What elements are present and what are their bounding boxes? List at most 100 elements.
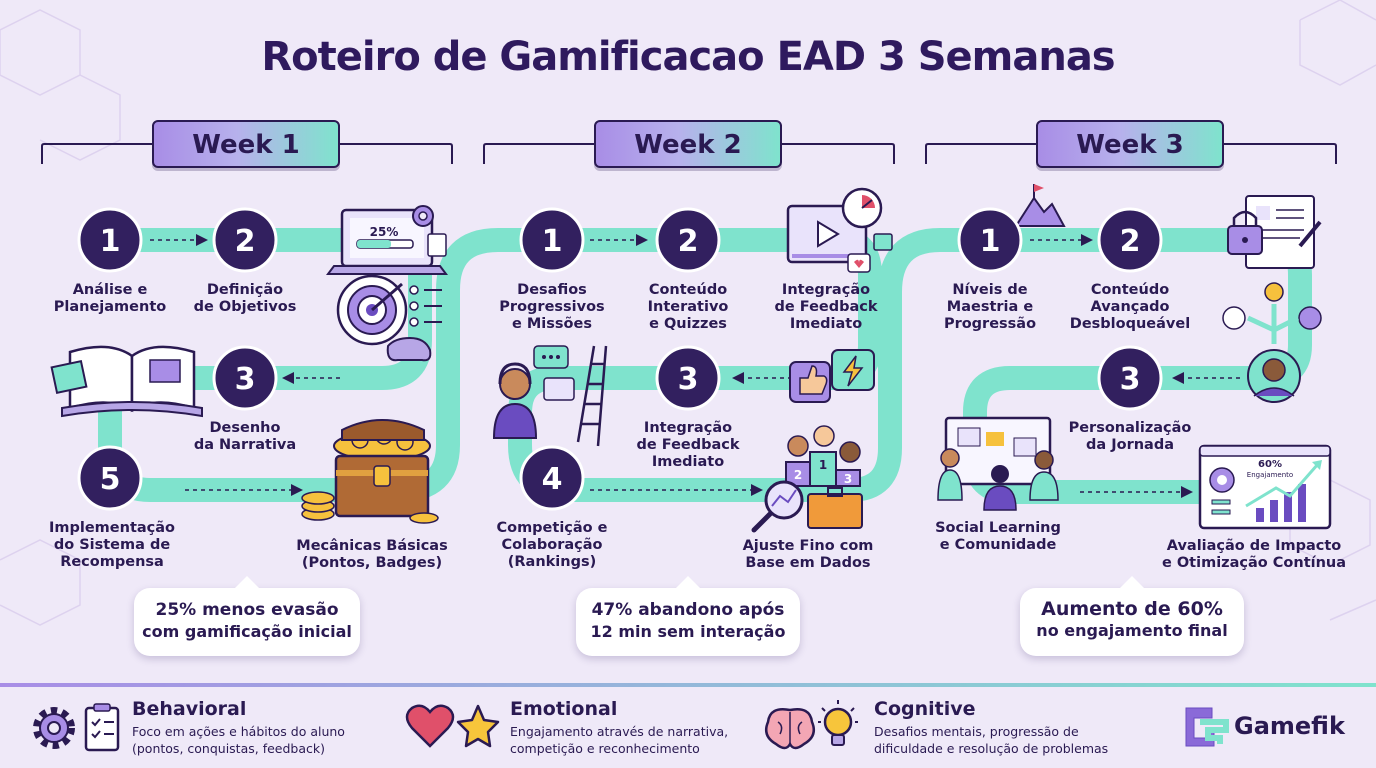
w2-step5-label: Ajuste Fino com Base em Dados bbox=[718, 538, 898, 572]
book-icon bbox=[50, 345, 203, 418]
legend-cognitive-desc: Desafios mentais, progressão de dificuld… bbox=[874, 723, 1108, 757]
w3-step5-label: Avaliação de Impacto e Otimização Contín… bbox=[1154, 538, 1354, 572]
week-2-label: Week 2 bbox=[594, 120, 782, 168]
lock-document-icon bbox=[1227, 195, 1322, 269]
w3-step1-line3: Progressão bbox=[943, 316, 1037, 332]
w3-step4-line1: Social Learning bbox=[935, 520, 1061, 536]
w3-step5-line1: Avaliação de Impacto bbox=[1166, 538, 1342, 554]
w1-step5-number: 5 bbox=[100, 462, 121, 497]
mountain-flag-icon bbox=[1014, 184, 1066, 227]
w2-step1-line3: e Missões bbox=[512, 316, 592, 332]
w3-step1-line1: Níveis de bbox=[952, 282, 1028, 298]
dashboard-percent: 60% bbox=[1258, 459, 1282, 470]
podium-icon: 2 1 3 bbox=[751, 425, 863, 533]
w1-step5-label: Implementação do Sistema de Recompensa bbox=[22, 520, 202, 571]
legend-cognitive-title: Cognitive bbox=[874, 698, 976, 720]
w1-step3-label: Desenho da Narrativa bbox=[155, 420, 335, 454]
w3-step4-label: Social Learning e Comunidade bbox=[908, 520, 1088, 554]
w2-step2-number: 2 bbox=[678, 224, 699, 259]
week-brackets bbox=[41, 143, 1337, 164]
w1-step2-line2: de Objetivos bbox=[193, 299, 297, 315]
w2-step1-number: 1 bbox=[542, 224, 563, 259]
week-3-callout-line1: Aumento de 60% bbox=[1041, 598, 1223, 620]
w2-step2-line1: Conteúdo bbox=[648, 282, 728, 298]
w2-step3-line1: Integração bbox=[643, 420, 733, 436]
week-2-callout-line1: 47% abandono após bbox=[591, 600, 785, 620]
w3-step3-line2: da Jornada bbox=[1086, 437, 1174, 453]
w1-step3-number: 3 bbox=[235, 362, 256, 397]
brain-icon bbox=[765, 708, 815, 750]
legend-behavioral-line2: (pontos, conquistas, feedback) bbox=[132, 741, 325, 756]
w3-step5-line2: e Otimização Contínua bbox=[1161, 555, 1347, 571]
w3-step3-number: 3 bbox=[1120, 362, 1141, 397]
w2-step4-number: 4 bbox=[542, 462, 563, 497]
target-icon bbox=[336, 274, 442, 362]
w1-step5-line2: do Sistema de bbox=[53, 537, 171, 553]
week-2-callout: 47% abandono após 12 min sem interação bbox=[576, 576, 800, 656]
w2-step3-line3: Imediato bbox=[651, 454, 725, 470]
w1-step4-line2: (Pontos, Badges) bbox=[301, 555, 443, 571]
legend-emotional-line1: Engajamento através de narrativa, bbox=[510, 724, 729, 739]
dashboard-label: Engajamento bbox=[1247, 471, 1293, 479]
w1-step2-line1: Definição bbox=[206, 282, 284, 298]
week-2-callout-line2: 12 min sem interação bbox=[590, 622, 786, 641]
w3-step2-line2: Avançado bbox=[1090, 299, 1170, 315]
legend-behavioral-desc: Foco em ações e hábitos do aluno (pontos… bbox=[132, 723, 345, 757]
w3-step3-line1: Personalização bbox=[1068, 420, 1192, 436]
w2-step2-line2: Interativo bbox=[647, 299, 729, 315]
w2-step2-line3: e Quizzes bbox=[649, 316, 727, 332]
w3-step1-label: Níveis de Maestria e Progressão bbox=[900, 282, 1080, 333]
star-icon bbox=[456, 704, 500, 748]
w2-step2-label: Conteúdo Interativo e Quizzes bbox=[598, 282, 778, 333]
student-headset-icon bbox=[492, 345, 608, 447]
legend-behavioral-title: Behavioral bbox=[132, 698, 247, 720]
checklist-icon bbox=[84, 703, 120, 752]
w2-step1-line2: Progressivos bbox=[499, 299, 605, 315]
w2-feedback-top-line1: Integração bbox=[781, 282, 871, 298]
step-numbers: 1 2 3 5 1 2 3 4 1 2 3 25% bbox=[100, 224, 1141, 497]
podium-second: 2 bbox=[794, 468, 802, 482]
w2-step4-label: Competição e Colaboração (Rankings) bbox=[462, 520, 642, 571]
learning-path-icon bbox=[1222, 282, 1322, 403]
week-1-label: Week 1 bbox=[152, 120, 340, 168]
lightbulb-icon bbox=[818, 700, 858, 746]
w1-step2-label: Definição de Objetivos bbox=[155, 282, 335, 316]
w3-step2-line3: Desbloqueável bbox=[1069, 316, 1191, 332]
w2-step5-line1: Ajuste Fino com bbox=[742, 538, 874, 554]
w2-feedback-top-label: Integração de Feedback Imediato bbox=[736, 282, 916, 333]
w3-step2-label: Conteúdo Avançado Desbloqueável bbox=[1040, 282, 1220, 333]
w3-step3-label: Personalização da Jornada bbox=[1040, 420, 1220, 454]
week-3-label: Week 3 bbox=[1036, 120, 1224, 168]
w1-step1-number: 1 bbox=[100, 224, 121, 259]
w2-step4-line3: (Rankings) bbox=[507, 554, 597, 570]
w1-step4-line1: Mecânicas Básicas bbox=[296, 538, 448, 554]
video-player-icon bbox=[786, 187, 893, 273]
w1-step4-label: Mecânicas Básicas (Pontos, Badges) bbox=[282, 538, 462, 572]
legend-emotional-line2: competição e reconhecimento bbox=[510, 741, 700, 756]
w2-feedback-top-line3: Imediato bbox=[789, 316, 863, 332]
legend-cognitive-line1: Desafios mentais, progressão de bbox=[874, 724, 1079, 739]
w3-step1-number: 1 bbox=[980, 224, 1001, 259]
thumbs-up-icon bbox=[789, 349, 875, 403]
bottom-divider bbox=[0, 683, 1376, 687]
legend-behavioral-line1: Foco em ações e hábitos do aluno bbox=[132, 724, 345, 739]
w3-step2-number: 2 bbox=[1120, 224, 1141, 259]
gamefik-logo-icon bbox=[1185, 707, 1229, 747]
week-1-callout: 25% menos evasão com gamificação inicial bbox=[134, 576, 360, 656]
community-board-icon bbox=[937, 416, 1059, 511]
page-title: Roteiro de Gamificacao EAD 3 Semanas bbox=[261, 34, 1115, 80]
legend-emotional-desc: Engajamento através de narrativa, compet… bbox=[510, 723, 728, 757]
w1-step5-line3: Recompensa bbox=[60, 554, 164, 570]
w2-feedback-top-line2: de Feedback bbox=[774, 299, 878, 315]
w1-step5-line1: Implementação bbox=[48, 520, 175, 536]
w3-step1-line2: Maestria e bbox=[946, 299, 1034, 315]
w2-step5-line2: Base em Dados bbox=[745, 555, 871, 571]
w1-step3-line1: Desenho bbox=[209, 420, 281, 436]
w1-step1-line2: Planejamento bbox=[53, 299, 167, 315]
w2-step3-line2: de Feedback bbox=[636, 437, 740, 453]
w2-step4-line1: Competição e bbox=[496, 520, 608, 536]
step-circles bbox=[77, 207, 1163, 511]
week-3-callout: Aumento de 60% no engajamento final bbox=[1020, 576, 1244, 656]
week-3-callout-line2: no engajamento final bbox=[1036, 621, 1228, 640]
w3-step2-line1: Conteúdo bbox=[1090, 282, 1170, 298]
